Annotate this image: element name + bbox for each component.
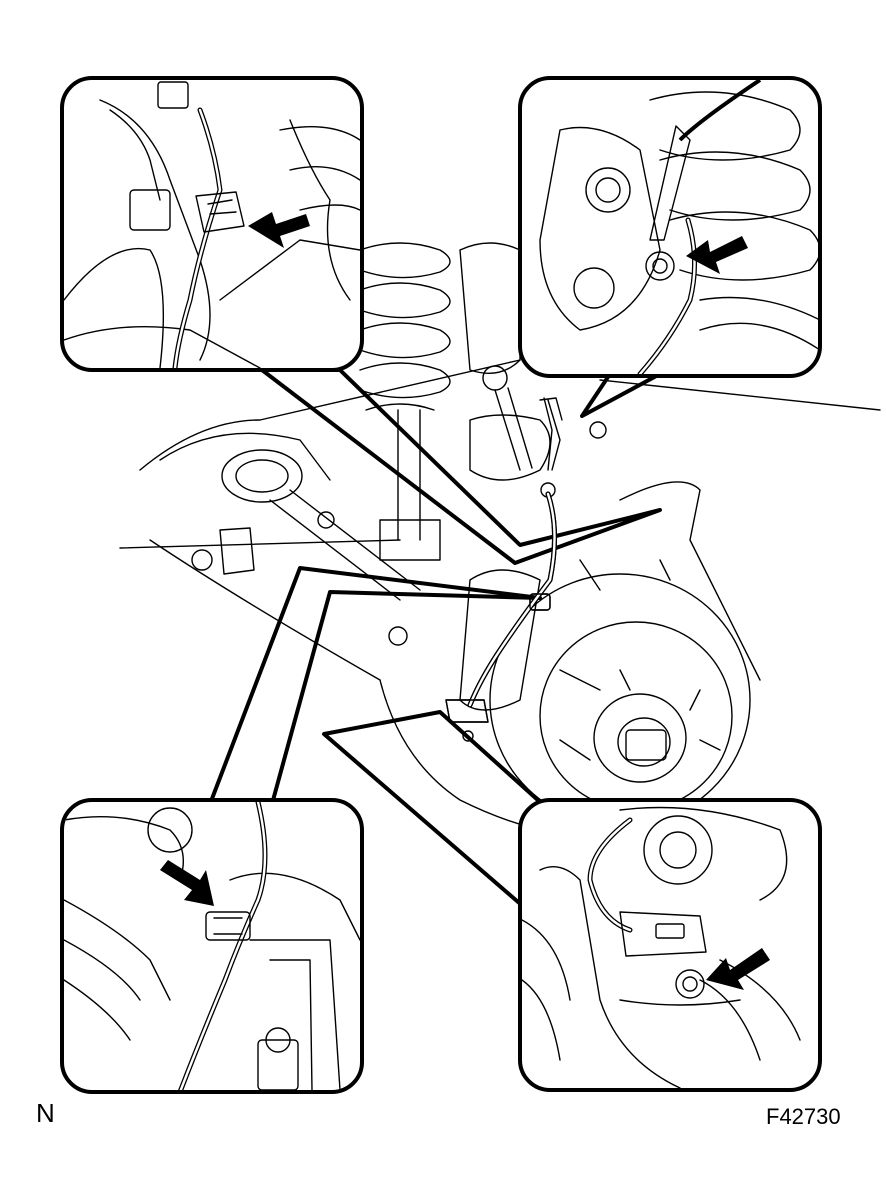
arrow-icon: [248, 212, 310, 248]
figure-code-left: N: [36, 1098, 55, 1128]
speed-sensor-main: [445, 699, 489, 723]
arrow-icon: [706, 948, 770, 990]
figure-code-right: F42730: [766, 1104, 841, 1129]
leader-top-left: [260, 368, 662, 565]
drive-shaft: [119, 432, 421, 646]
leader-top-right: [580, 372, 662, 418]
main-assembly-illustration: [119, 242, 881, 831]
callout-panel-bottom-left: [60, 798, 364, 1094]
callout-panel-bottom-right: [518, 798, 822, 1092]
lower-arm: [139, 359, 881, 681]
callout-panel-top-left: [60, 76, 364, 372]
arrow-icon: [686, 236, 748, 274]
arrow-icon: [160, 860, 214, 906]
callout-panel-top-right: [518, 76, 822, 378]
